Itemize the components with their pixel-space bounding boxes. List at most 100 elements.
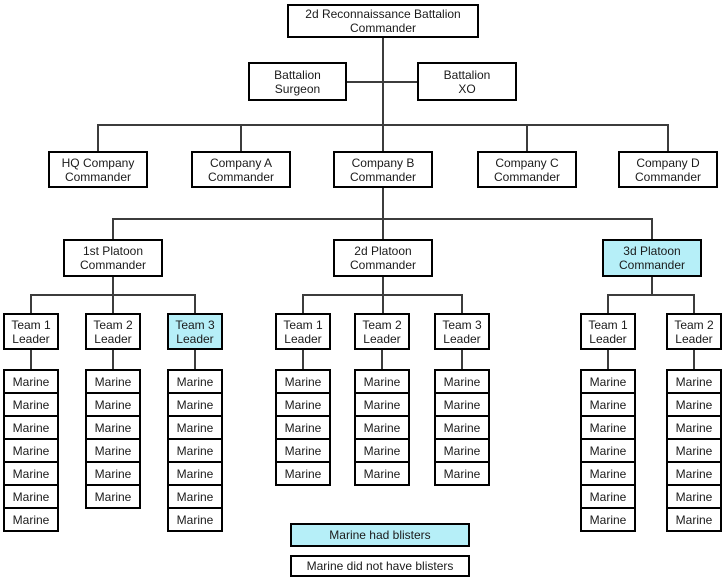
- platoon-2-commander-box: 2d Platoon Commander: [333, 239, 433, 277]
- platoon-1-commander-box: 1st Platoon Commander: [63, 239, 163, 277]
- marine-box: Marine: [85, 415, 141, 440]
- marine-box: Marine: [3, 415, 59, 440]
- connector-line: [693, 350, 695, 369]
- marine-box: Marine: [434, 392, 490, 417]
- marine-box: Marine: [354, 369, 410, 394]
- platoon-3-team-1-leader-box: Team 1 Leader: [580, 313, 636, 350]
- marine-box: Marine: [354, 415, 410, 440]
- marine-box: Marine: [3, 369, 59, 394]
- connector-line: [194, 350, 196, 369]
- marine-box: Marine: [275, 415, 331, 440]
- marine-box: Marine: [666, 369, 722, 394]
- marine-box: Marine: [167, 369, 223, 394]
- marine-box: Marine: [666, 415, 722, 440]
- marine-box: Marine: [434, 415, 490, 440]
- marine-box: Marine: [354, 438, 410, 463]
- marine-box: Marine: [3, 392, 59, 417]
- connector-line: [302, 294, 304, 313]
- legend-blisters-box: Marine had blisters: [290, 523, 470, 547]
- marine-box: Marine: [3, 484, 59, 509]
- marine-box: Marine: [85, 392, 141, 417]
- marine-box: Marine: [666, 392, 722, 417]
- marine-box: Marine: [434, 461, 490, 486]
- marine-box: Marine: [3, 507, 59, 532]
- marine-box: Marine: [580, 392, 636, 417]
- marine-box: Marine: [167, 461, 223, 486]
- marine-box: Marine: [167, 415, 223, 440]
- marine-box: Marine: [275, 438, 331, 463]
- marine-box: Marine: [580, 461, 636, 486]
- connector-line: [651, 218, 653, 239]
- marine-box: Marine: [580, 507, 636, 532]
- platoon-2-team-3-leader-box: Team 3 Leader: [434, 313, 490, 350]
- connector-line: [112, 350, 114, 369]
- marine-box: Marine: [85, 461, 141, 486]
- marine-box: Marine: [354, 461, 410, 486]
- platoon-1-team-2-leader-box: Team 2 Leader: [85, 313, 141, 350]
- marine-box: Marine: [167, 392, 223, 417]
- marine-box: Marine: [275, 369, 331, 394]
- platoon-3-commander-box: 3d Platoon Commander: [602, 239, 702, 277]
- marine-box: Marine: [3, 461, 59, 486]
- marine-box: Marine: [167, 507, 223, 532]
- connector-line: [30, 350, 32, 369]
- connector-line: [302, 350, 304, 369]
- connector-line: [97, 124, 669, 126]
- marine-box: Marine: [354, 392, 410, 417]
- connector-line: [240, 124, 242, 151]
- marine-box: Marine: [167, 438, 223, 463]
- marine-box: Marine: [580, 484, 636, 509]
- connector-line: [382, 38, 384, 151]
- marine-box: Marine: [275, 461, 331, 486]
- platoon-2-team-1-leader-box: Team 1 Leader: [275, 313, 331, 350]
- company-d-commander-box: Company D Commander: [618, 151, 718, 188]
- legend-no-blisters-box: Marine did not have blisters: [290, 555, 470, 577]
- battalion-surgeon-box: Battalion Surgeon: [248, 62, 347, 101]
- battalion-commander-box: 2d Reconnaissance Battalion Commander: [287, 4, 479, 38]
- connector-line: [607, 294, 695, 296]
- platoon-3-team-2-leader-box: Team 2 Leader: [666, 313, 722, 350]
- marine-box: Marine: [580, 369, 636, 394]
- connector-line: [693, 294, 695, 313]
- connector-line: [607, 294, 609, 313]
- connector-line: [526, 124, 528, 151]
- marine-box: Marine: [666, 438, 722, 463]
- marine-box: Marine: [580, 438, 636, 463]
- company-c-commander-box: Company C Commander: [477, 151, 577, 188]
- platoon-2-team-2-leader-box: Team 2 Leader: [354, 313, 410, 350]
- connector-line: [194, 294, 196, 313]
- marine-box: Marine: [434, 369, 490, 394]
- connector-line: [667, 124, 669, 151]
- marine-box: Marine: [85, 369, 141, 394]
- connector-line: [347, 81, 417, 83]
- connector-line: [30, 294, 32, 313]
- company-a-commander-box: Company A Commander: [191, 151, 291, 188]
- marine-box: Marine: [666, 484, 722, 509]
- marine-box: Marine: [275, 392, 331, 417]
- marine-box: Marine: [3, 438, 59, 463]
- marine-box: Marine: [580, 415, 636, 440]
- marine-box: Marine: [167, 484, 223, 509]
- company-b-commander-box: Company B Commander: [333, 151, 433, 188]
- connector-line: [112, 218, 653, 220]
- connector-line: [607, 350, 609, 369]
- connector-line: [302, 294, 463, 296]
- connector-line: [651, 277, 653, 296]
- marine-box: Marine: [666, 507, 722, 532]
- connector-line: [382, 188, 384, 239]
- hq-company-commander-box: HQ Company Commander: [48, 151, 148, 188]
- connector-line: [112, 218, 114, 239]
- platoon-1-team-3-leader-box: Team 3 Leader: [167, 313, 223, 350]
- connector-line: [97, 124, 99, 151]
- platoon-1-team-1-leader-box: Team 1 Leader: [3, 313, 59, 350]
- connector-line: [461, 350, 463, 369]
- marine-box: Marine: [85, 484, 141, 509]
- marine-box: Marine: [434, 438, 490, 463]
